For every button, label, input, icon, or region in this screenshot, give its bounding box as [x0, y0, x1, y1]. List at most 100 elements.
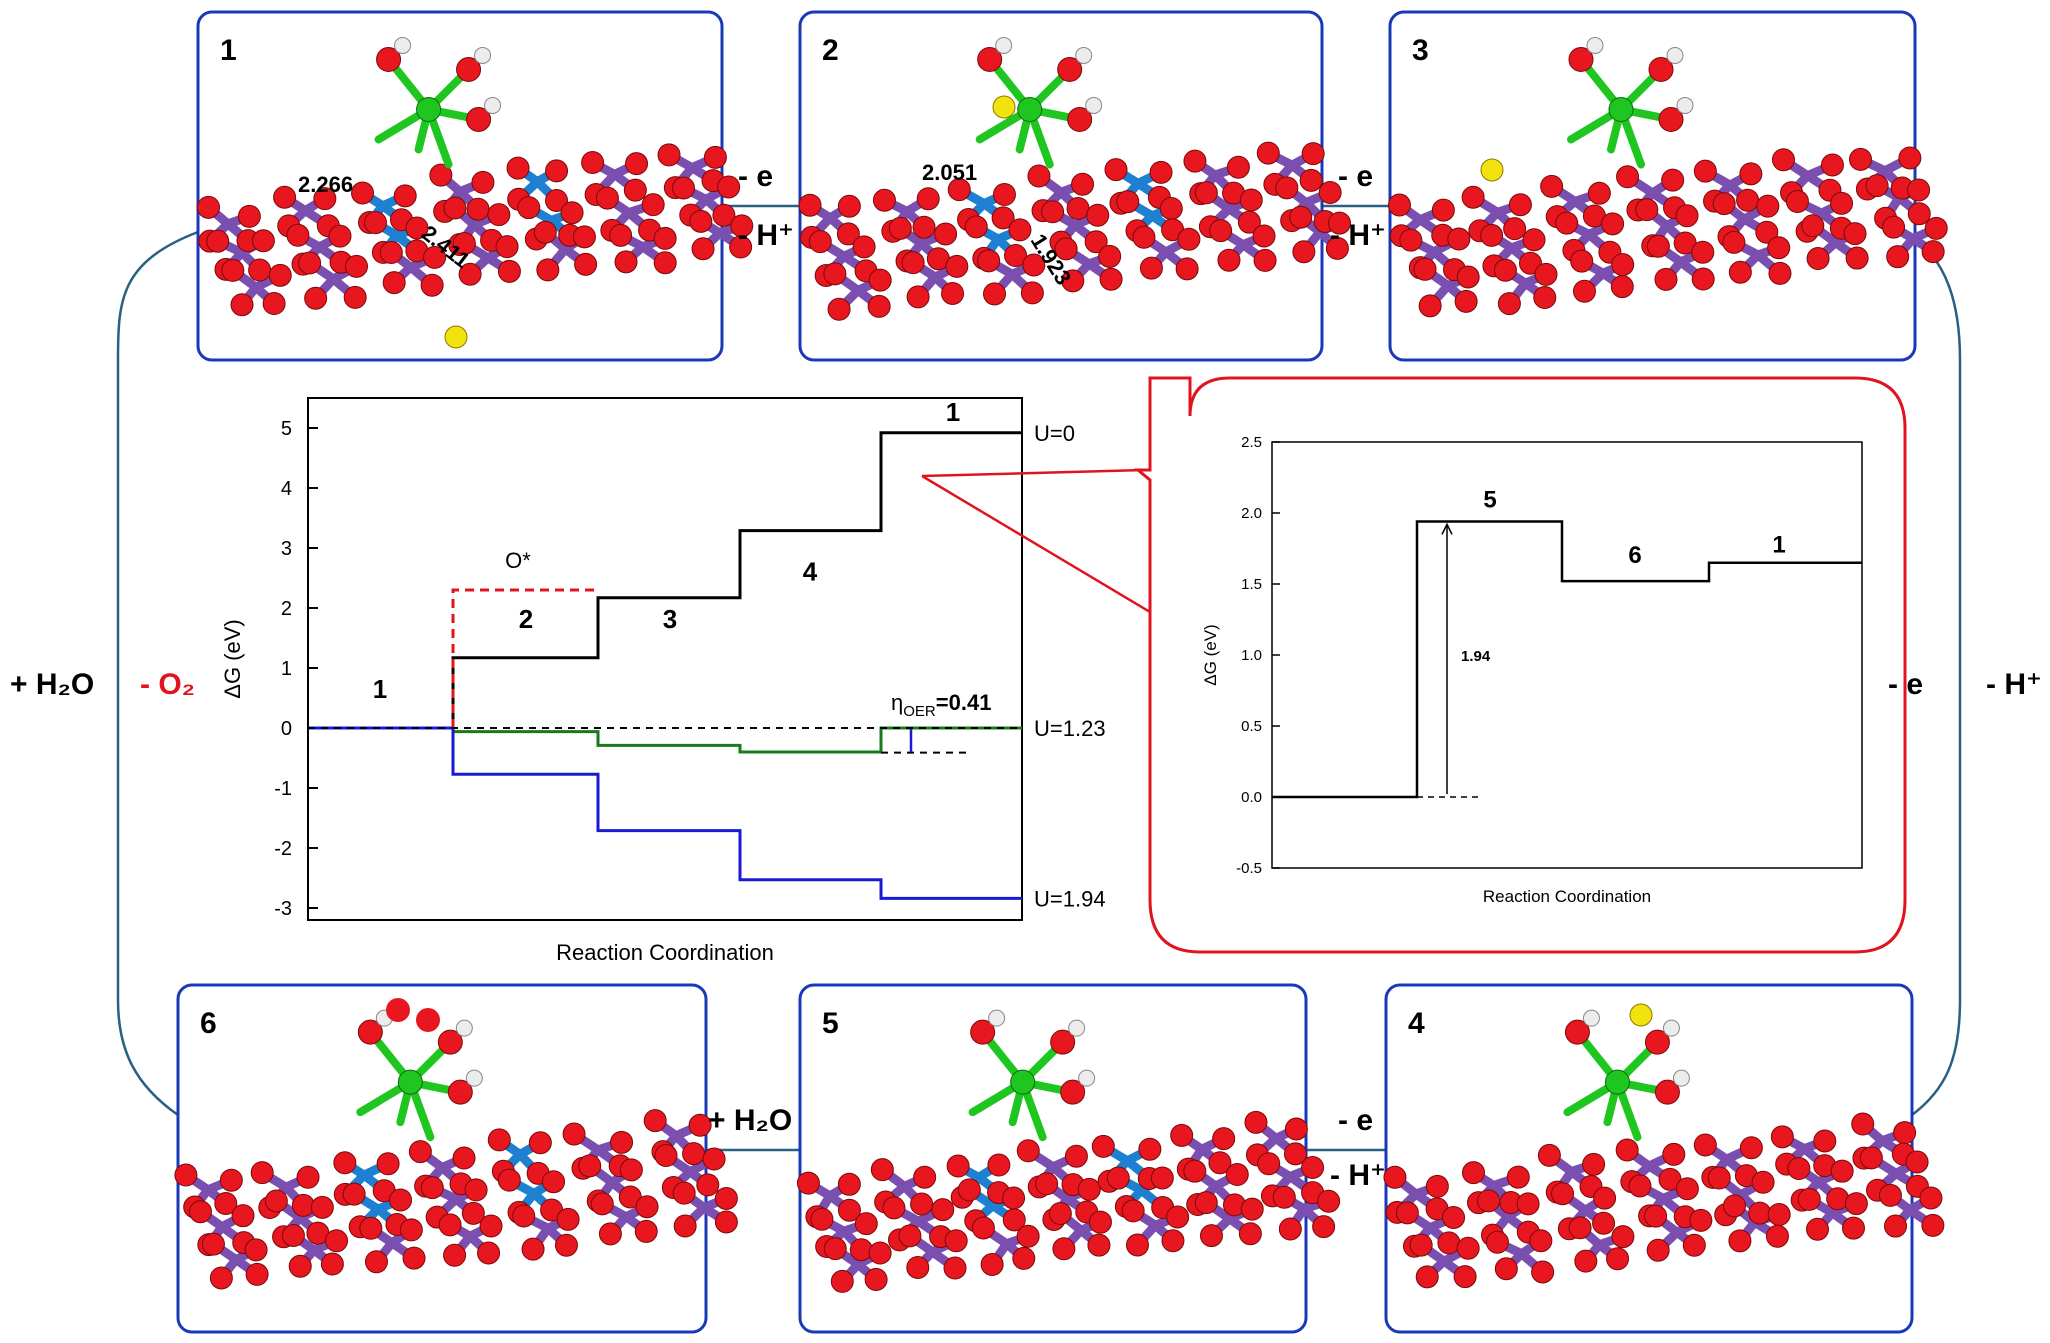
oxygen-atom: [1461, 185, 1485, 209]
oxygen-atom: [1551, 1182, 1575, 1206]
oxygen-atom: [1098, 244, 1122, 268]
oxygen-atom: [1099, 267, 1123, 291]
y-tick-label: 4: [281, 478, 292, 500]
oxygen-atom: [934, 222, 958, 246]
oxygen-atom: [610, 1130, 634, 1154]
oxygen-atom: [1395, 1201, 1419, 1225]
ostar-label: O*: [505, 548, 531, 573]
oxygen-atom: [477, 1241, 501, 1265]
oxygen-atom: [1767, 1203, 1791, 1227]
oxygen-atom: [916, 187, 940, 211]
oxygen-atom: [1150, 1166, 1174, 1190]
oxygen-atom: [1088, 1210, 1112, 1234]
oxygen-atom: [1383, 1165, 1407, 1189]
oxygen-atom: [1508, 193, 1532, 217]
oxygen-atom: [1797, 1187, 1821, 1211]
oxygen-atom: [702, 1147, 726, 1171]
oxygen-atom: [264, 1189, 288, 1213]
oxygen-atom: [849, 1238, 873, 1262]
oxygen-atom: [1012, 1246, 1036, 1270]
oxygen-atom: [941, 281, 965, 305]
oxygen-atom: [1485, 1230, 1509, 1254]
oxygen-atom: [325, 1229, 349, 1253]
oxygen-atom: [1787, 1157, 1811, 1181]
oxygen-atom: [1506, 1165, 1530, 1189]
y-tick-label: -2: [274, 838, 292, 860]
oxygen-atom: [574, 252, 598, 276]
oxygen-atom: [1240, 1197, 1264, 1221]
oxygen-atom: [729, 235, 753, 259]
oxygen-atom: [298, 251, 322, 275]
oxygen-atom: [1257, 1152, 1281, 1176]
oxygen-atom: [536, 258, 560, 282]
oxygen-atom: [837, 194, 861, 218]
state-label: 4: [803, 557, 818, 587]
oxygen-atom: [1139, 256, 1163, 280]
inset-state-label: 5: [1483, 487, 1496, 514]
oxygen-atom: [281, 1223, 305, 1247]
oxygen-atom: [231, 1204, 255, 1228]
oxygen-atom: [1116, 190, 1140, 214]
oxygen-atom: [1723, 1194, 1747, 1218]
oxygen-atom: [443, 1243, 467, 1267]
oxygen-atom: [1712, 192, 1736, 216]
oxygen-atom: [913, 1165, 937, 1189]
oxygen-atom: [1756, 194, 1780, 218]
oxygen-atom: [1878, 1183, 1902, 1207]
oxygen-atom: [1587, 181, 1611, 205]
oxygen-atom: [1177, 227, 1201, 251]
oxygen-atom: [245, 1262, 269, 1286]
oxygen-atom: [313, 187, 337, 211]
oxygen-atom: [1217, 248, 1241, 272]
oxygen-atom: [1170, 1123, 1194, 1147]
oxygen-atom: [461, 1201, 485, 1225]
panel-number: 5: [822, 1007, 839, 1040]
oxygen-atom: [1209, 219, 1233, 243]
oxygen-atom: [1252, 224, 1276, 248]
oxygen-atom: [328, 224, 352, 248]
oxygen-atom: [452, 231, 476, 255]
oxygen-atom: [1658, 106, 1684, 132]
oxygen-atom: [944, 1229, 968, 1253]
oxygen-atom: [1537, 1143, 1561, 1167]
oxygen-atom: [1601, 212, 1625, 236]
oxygen-atom: [1516, 1192, 1540, 1216]
oxygen-atom: [852, 235, 876, 259]
oxygen-atom: [1226, 155, 1250, 179]
oxygen-atom: [1921, 240, 1945, 264]
oxygen-atom: [653, 226, 677, 250]
sulfur-atom: [1480, 158, 1504, 182]
inset-barrier-label: 1.94: [1461, 648, 1491, 665]
oxygen-atom: [1237, 210, 1261, 234]
oxygen-atom: [1067, 106, 1093, 132]
oxygen-atom: [1540, 174, 1564, 198]
oxygen-atom: [1016, 1224, 1040, 1248]
zoom-line-bottom: [921, 474, 1151, 614]
oxygen-atom: [1529, 1229, 1553, 1253]
oxygen-atom: [1493, 258, 1517, 282]
oxygen-atom: [545, 159, 569, 183]
oxygen-atom: [689, 209, 713, 233]
oxygen-atom: [970, 1019, 996, 1045]
oxygen-atom: [342, 1182, 366, 1206]
panel-number: 3: [1412, 34, 1429, 67]
oxygen-atom: [1644, 1204, 1668, 1228]
oxygen-atom: [796, 1171, 820, 1195]
hydrogen-atom: [484, 96, 502, 114]
series-u123: [308, 726, 1022, 754]
oxygen-atom: [1239, 188, 1263, 212]
oxygen-atom: [466, 106, 492, 132]
oxygen-atom: [1533, 286, 1557, 310]
oxygen-atom: [882, 1196, 906, 1220]
oxygen-atom: [1212, 1127, 1236, 1151]
inset-y-tick-label: 0.0: [1241, 789, 1262, 806]
oxygen-atom: [273, 185, 297, 209]
metal-center-atom: [416, 96, 442, 122]
oxygen-atom: [521, 1237, 545, 1261]
oxygen-atom: [1461, 1161, 1485, 1185]
oxygen-atom: [1806, 247, 1830, 271]
inset-y-tick-label: -0.5: [1236, 860, 1262, 877]
oxygen-atom: [1194, 1191, 1218, 1215]
oxygen-atom: [1555, 211, 1579, 235]
